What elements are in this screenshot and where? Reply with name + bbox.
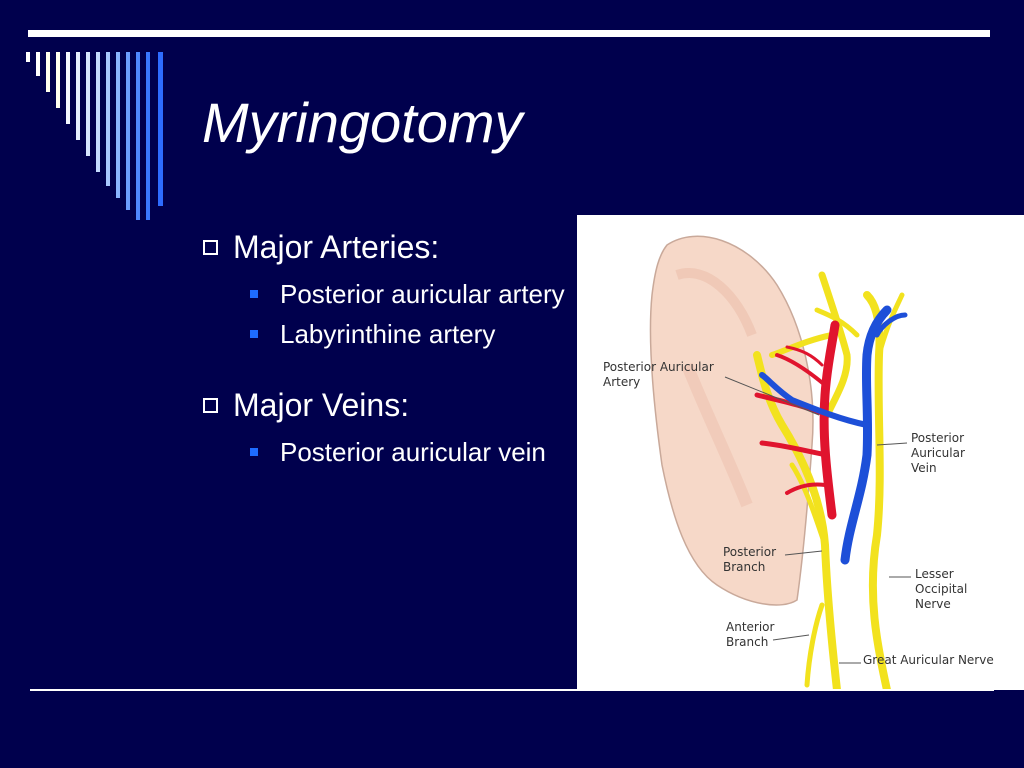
hollow-square-bullet-icon <box>203 398 218 413</box>
list-item-text: Posterior auricular vein <box>280 437 546 467</box>
top-rule <box>28 30 990 37</box>
list-item-text: Posterior auricular artery <box>280 279 565 309</box>
list-item: Posterior auricular vein <box>250 436 570 468</box>
slide-content: Major Arteries: Posterior auricular arte… <box>200 230 570 476</box>
section-heading-text: Major Arteries: <box>233 229 440 265</box>
ear-outline <box>649 235 814 606</box>
ear-anatomy-illustration: Posterior Auricular Artery Posterior Aur… <box>577 215 1024 690</box>
section-heading-text: Major Veins: <box>233 387 410 423</box>
decorative-stripes <box>26 52 163 220</box>
bottom-rule <box>30 689 994 691</box>
anatomy-drawing <box>649 235 911 690</box>
list-item-text: Labyrinthine artery <box>280 319 496 349</box>
vein-paths <box>759 305 908 565</box>
square-bullet-icon <box>250 290 258 298</box>
label-posterior-auricular-artery: Posterior Auricular Artery <box>603 360 714 389</box>
label-posterior-branch: Posterior Branch <box>723 545 777 574</box>
label-great-auricular-nerve: Great Auricular Nerve <box>863 653 994 667</box>
section-heading-arteries: Major Arteries: <box>200 230 570 264</box>
label-anterior-branch: Anterior Branch <box>726 620 775 649</box>
section-heading-veins: Major Veins: <box>200 388 570 422</box>
label-lesser-occipital-nerve: Lesser Occipital Nerve <box>915 567 968 611</box>
square-bullet-icon <box>250 448 258 456</box>
hollow-square-bullet-icon <box>203 240 218 255</box>
list-item: Labyrinthine artery <box>250 318 570 350</box>
label-posterior-auricular-vein: Posterior Auricular Vein <box>911 431 965 475</box>
square-bullet-icon <box>250 330 258 338</box>
list-item: Posterior auricular artery <box>250 278 570 310</box>
artery-paths <box>754 320 840 520</box>
slide-title: Myringotomy <box>202 91 523 154</box>
leader-lines <box>724 376 911 664</box>
